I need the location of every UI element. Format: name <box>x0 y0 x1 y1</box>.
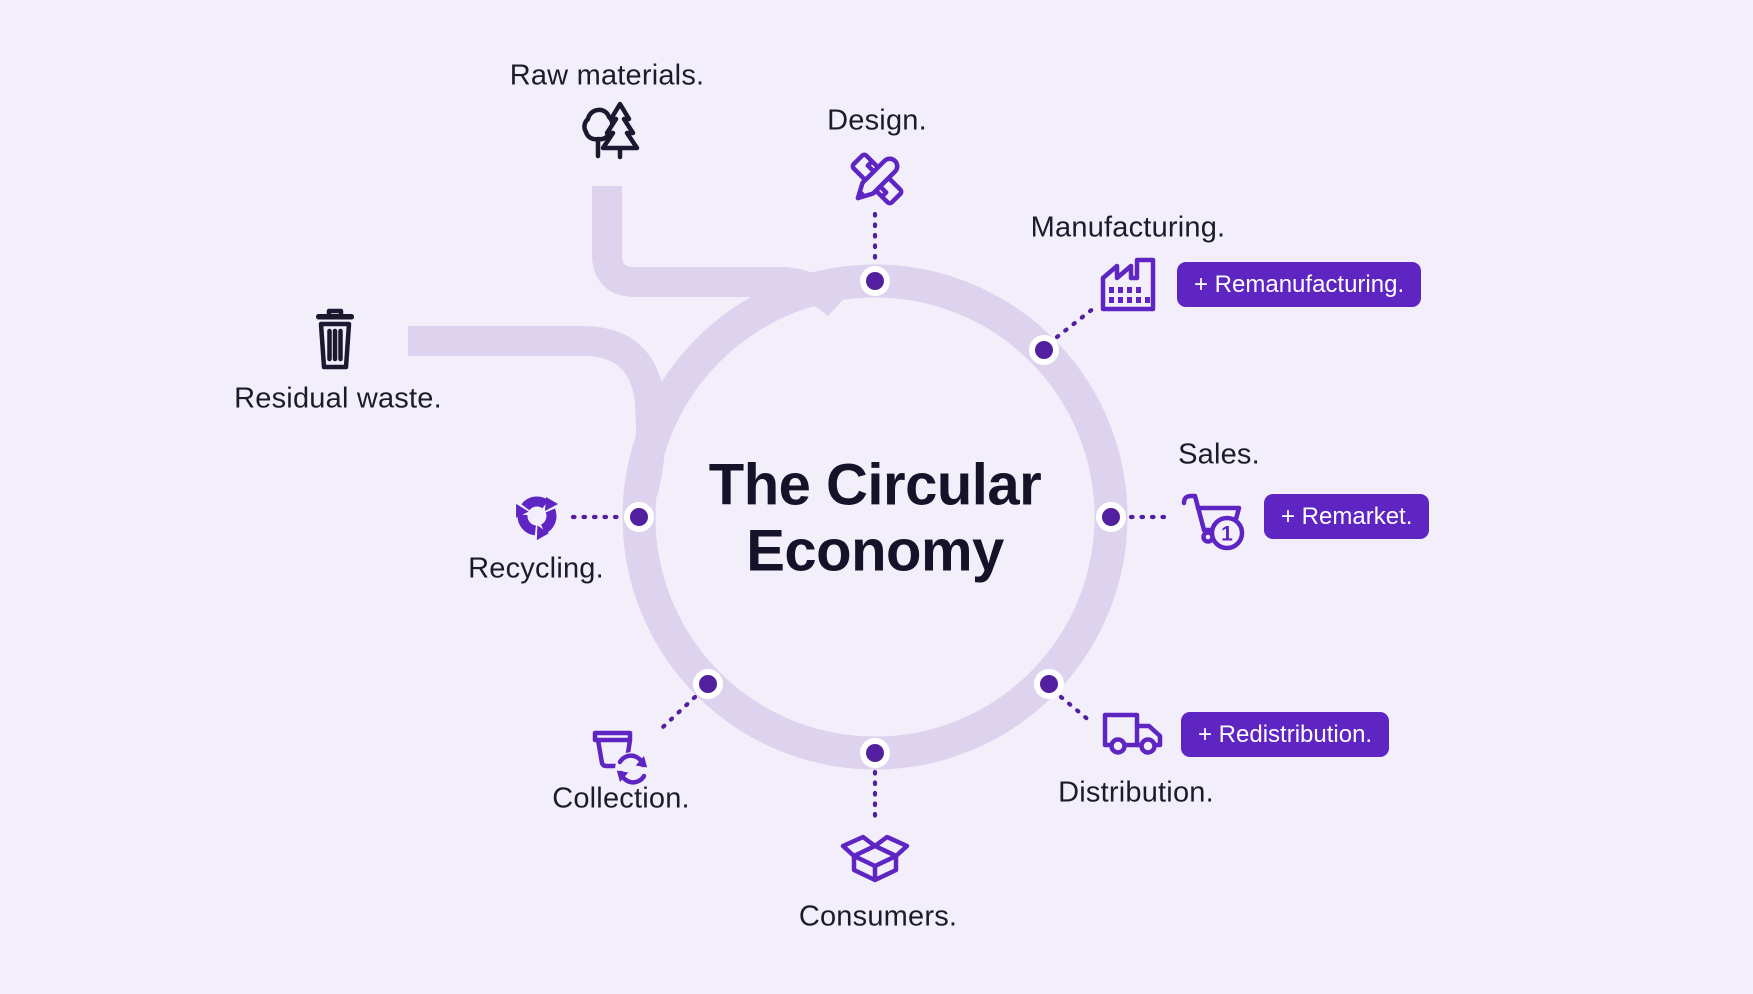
consumers-label: Consumers. <box>798 900 958 933</box>
open-box-icon <box>840 834 910 883</box>
title-line-1: The Circular <box>708 452 1042 518</box>
consumers-node <box>860 738 890 768</box>
recycling-label: Recycling. <box>468 552 604 585</box>
design-label: Design. <box>827 104 927 137</box>
shopping-cart-icon: 1 <box>1181 493 1245 551</box>
collection-connector <box>660 694 698 730</box>
diagram-title: The Circular Economy <box>708 452 1042 583</box>
manufacturing-label: Manufacturing. <box>1030 211 1226 244</box>
distribution-node <box>1034 669 1064 699</box>
recycling-node <box>624 502 654 532</box>
remanufacturing-button[interactable]: + Remanufacturing. <box>1177 262 1422 307</box>
title-line-2: Economy <box>746 518 1004 583</box>
remarket-button[interactable]: + Remarket. <box>1264 494 1430 539</box>
design-node <box>860 266 890 296</box>
truck-icon <box>1102 712 1163 755</box>
recycle-icon <box>516 496 558 541</box>
residual-waste-label: Residual waste. <box>234 382 442 415</box>
sales-label: Sales. <box>1178 438 1260 471</box>
sales-node <box>1096 502 1126 532</box>
raw-materials-pipe <box>592 186 849 317</box>
collection-node <box>693 669 723 699</box>
collection-bin-icon <box>592 730 649 786</box>
factory-icon <box>1100 257 1156 312</box>
manufacturing-connector <box>1054 305 1097 340</box>
redistribution-button[interactable]: + Redistribution. <box>1181 712 1390 757</box>
manufacturing-node <box>1029 335 1059 365</box>
trees-icon <box>582 101 640 160</box>
distribution-label: Distribution. <box>1058 776 1214 809</box>
collection-label: Collection. <box>552 782 690 815</box>
cart-count: 1 <box>1221 523 1233 546</box>
trash-icon <box>316 308 354 370</box>
pencil-ruler-icon <box>850 152 904 206</box>
distribution-connector <box>1058 694 1094 725</box>
residual-waste-pipe <box>408 326 666 496</box>
factory-windows <box>1109 287 1150 303</box>
raw-materials-label: Raw materials. <box>509 59 705 92</box>
